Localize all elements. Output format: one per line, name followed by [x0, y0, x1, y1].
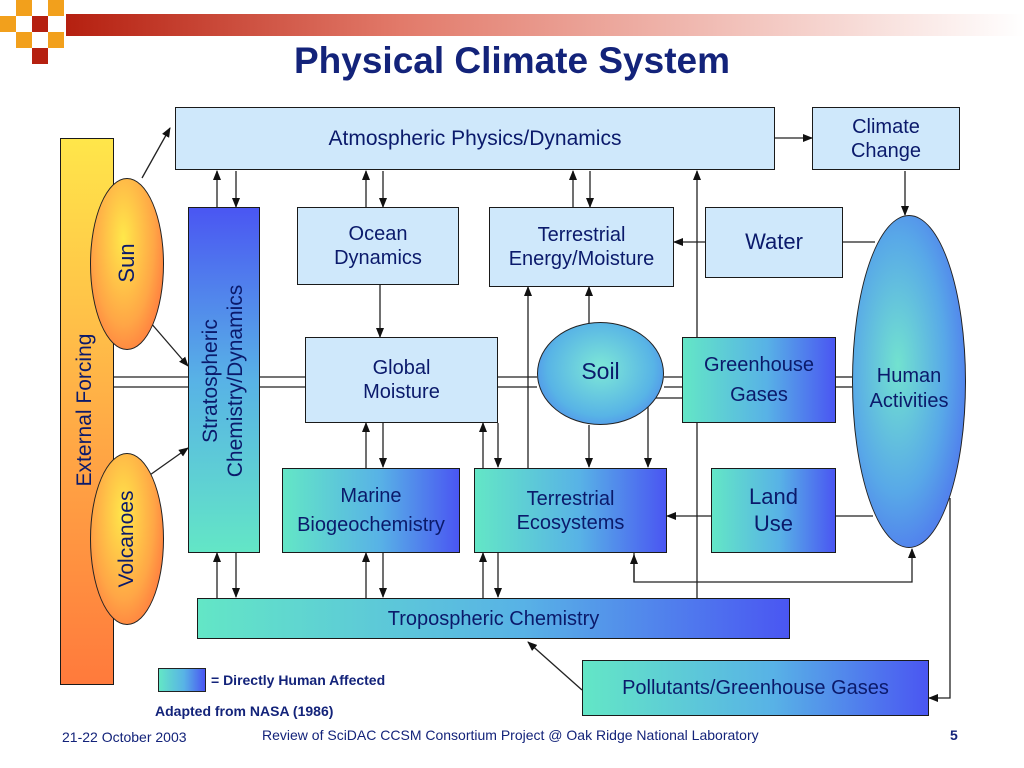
greenhouse-gases-node: Greenhouse Gases [682, 337, 836, 423]
global-moisture-node: Global Moisture [305, 337, 498, 423]
terrestrial-energy-node: Terrestrial Energy/Moisture [489, 207, 674, 287]
header-bar [66, 14, 1024, 36]
pollutants-greenhouse-node: Pollutants/Greenhouse Gases [582, 660, 929, 716]
footer-date: 21-22 October 2003 [62, 729, 187, 745]
ocean-dynamics-node: Ocean Dynamics [297, 207, 459, 285]
water-node: Water [705, 207, 843, 278]
legend-label: = Directly Human Affected [211, 672, 386, 688]
atmospheric-physics-node: Atmospheric Physics/Dynamics [175, 107, 775, 170]
soil-node [537, 322, 664, 425]
volcanoes-node [90, 453, 164, 625]
footer-center-text: Review of SciDAC CCSM Consortium Project… [262, 727, 759, 743]
volcanoes-label: Volcanoes [115, 490, 138, 588]
soil-label: Soil [581, 358, 620, 384]
human-activities-node [852, 215, 966, 548]
climate-change-node: Climate Change [812, 107, 960, 170]
stratospheric-chemistry-node [188, 207, 260, 553]
credit-text: Adapted from NASA (1986) [155, 703, 334, 719]
marine-biogeochemistry-node: Marine Biogeochemistry [282, 468, 460, 553]
land-use-node: Land Use [711, 468, 836, 553]
legend-swatch [158, 668, 206, 692]
sun-node [90, 178, 164, 350]
human-activities-label: Human Activities [869, 365, 949, 412]
page-number: 5 [950, 727, 958, 743]
stratospheric-chemistry-label: Stratospheric Chemistry/Dynamics [199, 284, 248, 478]
external-forcing-label: External Forcing [73, 333, 96, 487]
slide-title: Physical Climate System [294, 40, 730, 81]
tropospheric-chemistry-node: Tropospheric Chemistry [197, 598, 790, 639]
terrestrial-ecosystems-node: Terrestrial Ecosystems [474, 468, 667, 553]
sun-label: Sun [114, 243, 139, 283]
